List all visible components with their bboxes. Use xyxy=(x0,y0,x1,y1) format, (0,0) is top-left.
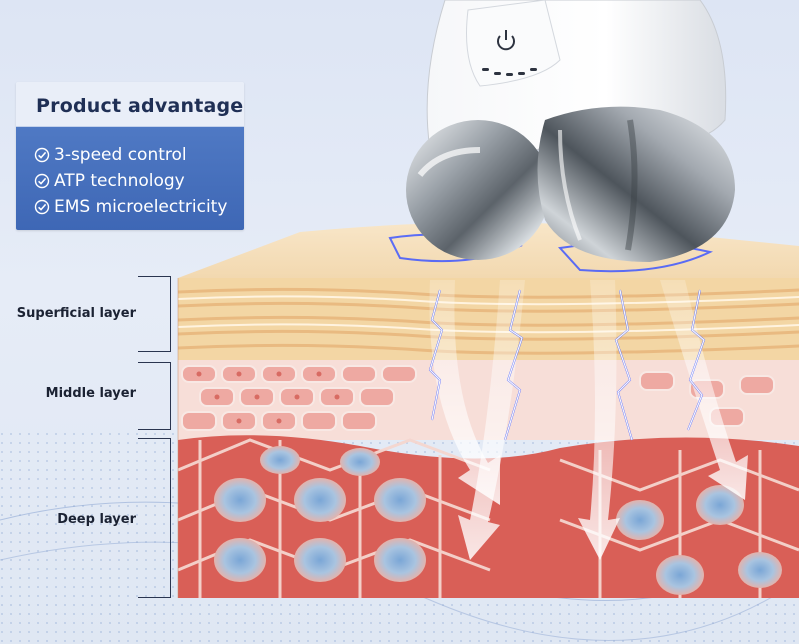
middle-layer-label: Middle layer xyxy=(45,386,136,401)
advantage-label: 3-speed control xyxy=(54,145,187,165)
middle-layer-bracket xyxy=(138,362,171,430)
check-circle-icon xyxy=(34,199,50,215)
list-item: ATP technology xyxy=(34,168,227,194)
check-circle-icon xyxy=(34,173,50,189)
product-advantage-panel: Product advantage 3-speed control ATP te… xyxy=(16,82,244,230)
check-circle-icon xyxy=(34,147,50,163)
deep-layer-bracket xyxy=(138,438,171,598)
superficial-layer-bracket xyxy=(138,276,171,352)
superficial-layer-label: Superficial layer xyxy=(16,306,136,321)
advantage-label: EMS microelectricity xyxy=(54,197,228,217)
list-item: EMS microelectricity xyxy=(34,194,227,220)
advantage-label: ATP technology xyxy=(54,171,185,191)
deep-layer-label: Deep layer xyxy=(57,512,136,527)
speed-indicator-dashes xyxy=(482,68,537,76)
power-icon xyxy=(497,30,515,51)
panel-title: Product advantage xyxy=(36,95,244,117)
energy-arrows xyxy=(429,280,748,560)
advantage-list: 3-speed control ATP technology EMS micro… xyxy=(34,142,227,220)
list-item: 3-speed control xyxy=(34,142,227,168)
device xyxy=(406,0,735,263)
